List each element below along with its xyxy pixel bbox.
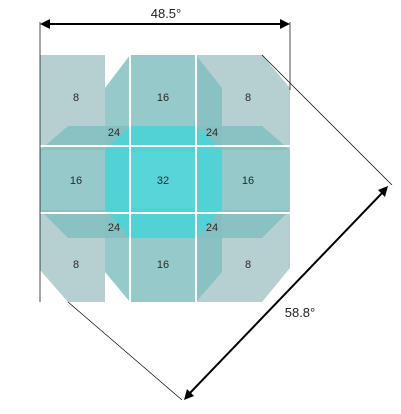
diagonal-extension-bottom <box>67 301 183 401</box>
center-overlap <box>105 126 222 238</box>
overlap-value-upper-left: 24 <box>108 127 120 139</box>
width-arrowhead-left <box>40 19 50 29</box>
value-bottom-left: 8 <box>73 259 79 271</box>
diagonal-dimension-line <box>188 191 384 395</box>
value-top-right: 8 <box>245 92 251 104</box>
value-middle-right: 16 <box>242 175 254 187</box>
diagonal-extension-top <box>261 54 393 186</box>
overlap-value-upper-right: 24 <box>206 127 218 139</box>
grid-dividers <box>37 52 293 305</box>
diagonal-dimension-label: 58.8° <box>285 305 316 320</box>
diagonal-dimension <box>67 54 393 401</box>
value-middle-center: 32 <box>157 175 169 187</box>
overlap-value-lower-left: 24 <box>108 222 120 234</box>
value-bottom-right: 8 <box>245 259 251 271</box>
diagonal-arrowhead-bottom <box>184 389 194 400</box>
diagonal-arrowhead-top <box>378 186 388 197</box>
overlap-value-lower-right: 24 <box>206 222 218 234</box>
value-top-center: 16 <box>157 92 169 104</box>
value-bottom-center: 16 <box>157 259 169 271</box>
value-middle-left: 16 <box>70 175 82 187</box>
region-values: 8 16 8 16 32 16 8 16 8 24 24 24 24 <box>70 92 254 271</box>
width-dimension <box>39 19 291 302</box>
width-arrowhead-right <box>280 19 290 29</box>
width-dimension-label: 48.5° <box>151 6 182 21</box>
value-top-left: 8 <box>73 92 79 104</box>
